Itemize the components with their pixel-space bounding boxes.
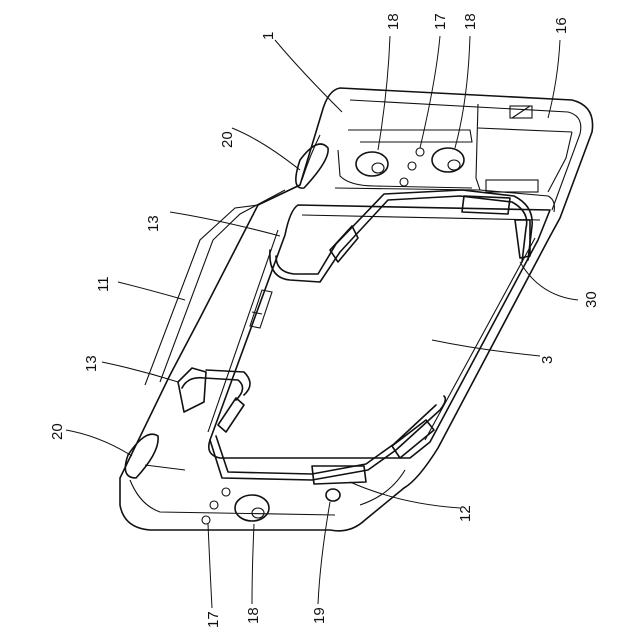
fasteners (125, 144, 464, 524)
case-body (120, 88, 593, 531)
label-30: 30 (583, 291, 600, 308)
label-12: 12 (457, 505, 474, 522)
label-13-bottom: 13 (83, 355, 100, 372)
label-17-bottom: 17 (205, 611, 222, 628)
tray (208, 205, 550, 458)
label-20-bottom: 20 (49, 423, 66, 440)
label-18-bottom: 18 (245, 607, 262, 624)
label-18-top-left: 18 (385, 13, 402, 30)
label-17-top: 17 (432, 13, 449, 30)
label-18-top-right: 18 (462, 13, 479, 30)
label-19: 19 (311, 607, 328, 624)
label-1: 1 (260, 32, 277, 40)
leader-lines (66, 36, 578, 608)
label-16: 16 (553, 17, 570, 34)
label-13-top: 13 (145, 215, 162, 232)
label-20-top: 20 (219, 131, 236, 148)
handle-strap (178, 190, 532, 484)
label-11: 11 (95, 276, 112, 292)
label-3: 3 (539, 356, 556, 364)
